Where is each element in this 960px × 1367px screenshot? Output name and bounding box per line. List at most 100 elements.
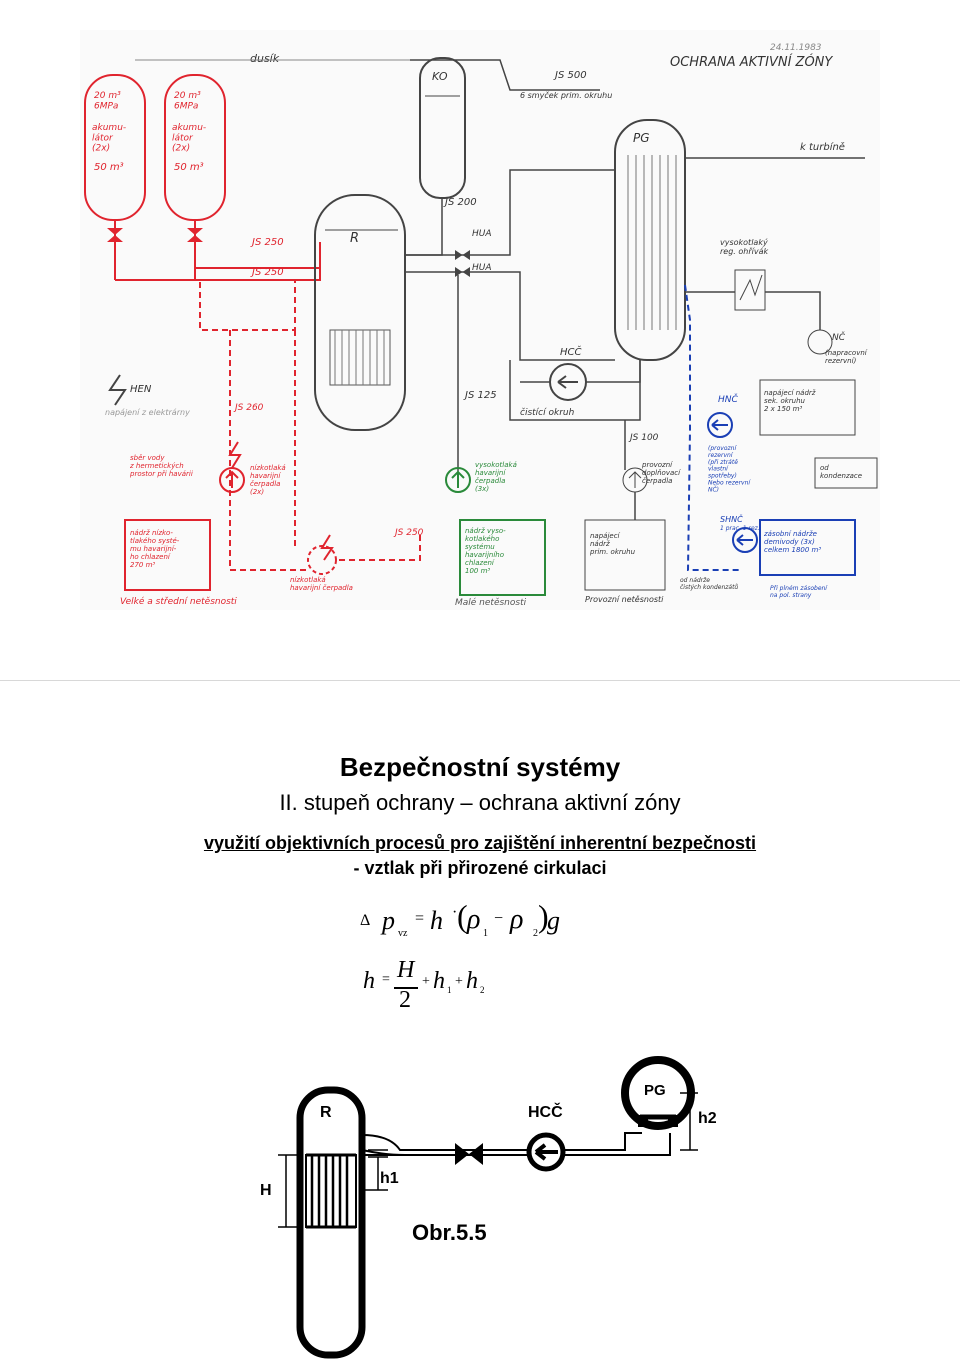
formula-vz: vz <box>398 928 408 939</box>
label-js260: JS 260 <box>233 403 264 413</box>
label-hua1: HUA <box>472 229 492 239</box>
formula-minus: − <box>494 910 504 927</box>
label-js250b: JS 250 <box>250 267 284 278</box>
label-js125: JS 125 <box>463 390 497 401</box>
figure-h1-label: h1 <box>380 1170 399 1187</box>
schematic-background <box>80 30 880 610</box>
page-divider <box>0 680 960 681</box>
formula-rho2: ρ <box>510 904 524 935</box>
acc2-name: akumu-látor(2x) <box>172 123 206 154</box>
label-shnc: SHNČ <box>720 513 743 524</box>
formula2-sub2: 2 <box>480 985 485 995</box>
formula-p: p <box>382 906 395 935</box>
acc1-volume: 50 m³ <box>94 162 124 173</box>
secondary-feed-tank <box>759 379 856 436</box>
formula2-two: 2 <box>399 987 411 1013</box>
steam-generator-pg: PG <box>614 119 686 361</box>
label-provozni: Provozní netěsnosti <box>585 594 664 604</box>
formula2-plus2: + <box>455 974 463 989</box>
acc1-name: akumu-látor(2x) <box>92 123 126 154</box>
figure-reactor-label: R <box>320 1104 332 1121</box>
natural-circulation-figure: R HCČ PG h2 h1 H Obr.5.5 <box>260 1056 717 1359</box>
figure-caption: Obr.5.5 <box>412 1220 487 1245</box>
label-js500: JS 500 <box>553 70 587 81</box>
formula-rpar: ) <box>538 898 549 934</box>
label-cisticci-okruh: čistící okruh <box>520 407 575 418</box>
formula-sub2: 2 <box>533 928 538 939</box>
label-dusik: dusík <box>250 52 280 65</box>
low-pressure-tank <box>124 519 211 591</box>
figure-reactor: R <box>296 1086 366 1359</box>
label-js250a: JS 250 <box>250 237 284 248</box>
formula-eq1: = <box>415 910 425 927</box>
label-hnc: HNČ <box>718 393 739 405</box>
formula2-sub1: 1 <box>447 985 452 995</box>
formula-delta: Δ <box>360 912 371 929</box>
label-reactor: R <box>350 231 359 246</box>
formula-lpar: ( <box>457 898 468 934</box>
protection-schematic: OCHRANA AKTIVNÍ ZÓNY 24.11.1983 dusík 20… <box>80 30 880 610</box>
label-hen: HEN <box>130 384 152 395</box>
figure-pump-label: HCČ <box>528 1102 563 1121</box>
high-pressure-tank <box>459 519 546 596</box>
label-low-tank: nádrž nízko-tlakého systé-mu havarijní-h… <box>130 529 180 569</box>
label-hcc: HCČ <box>560 345 582 358</box>
formula2-eq: = <box>382 972 390 987</box>
slide-line-1: využití objektivních procesů pro zajiště… <box>203 833 757 853</box>
label-js500-note: 6 smyček prim. okruhu <box>520 90 612 100</box>
label-turbine: k turbíně <box>800 141 845 153</box>
primary-feed-tank <box>584 519 666 591</box>
formula-dot: · <box>452 904 458 921</box>
formula2-h1: h <box>433 968 445 994</box>
reactor-vessel: R <box>314 194 406 431</box>
slide-title: Bezpečnostní systémy <box>339 752 621 782</box>
label-nc: NČ <box>832 331 846 343</box>
label-velke: Velké a střední netěsnosti <box>120 596 237 607</box>
formula2-plus1: + <box>422 974 430 989</box>
figure-h2-label: h2 <box>698 1110 717 1127</box>
label-ko: KO <box>432 70 448 83</box>
label-pg: PG <box>633 131 650 145</box>
formula2-H: H <box>397 957 415 983</box>
label-js250c: JS 250 <box>393 528 424 538</box>
label-hua2: HUA <box>472 263 492 273</box>
formula-g: g <box>547 906 560 935</box>
figure-pump: HCČ <box>526 1102 566 1172</box>
label-hen-note: napájení z elektrárny <box>105 408 190 417</box>
slide-line-2: - vztlak při přirozené cirkulaci <box>353 858 607 878</box>
formula-h: h <box>430 906 443 935</box>
label-shnc-note: 1 prac. 1 rez. <box>720 525 760 532</box>
formula2-fraction-bar <box>394 987 418 989</box>
demi-water-tanks <box>759 519 856 576</box>
label-js200: JS 200 <box>443 197 477 208</box>
schematic-header-note: 24.11.1983 <box>770 43 822 53</box>
formula2-h: h <box>363 968 375 994</box>
formula-rho1: ρ <box>467 904 481 935</box>
formula-sub1: 1 <box>483 928 488 939</box>
acc2-volume: 50 m³ <box>174 162 204 173</box>
figure-pg-label: PG <box>644 1082 666 1099</box>
label-js100: JS 100 <box>628 433 659 443</box>
figure-H-label: H <box>260 1182 272 1199</box>
slide-subtitle: II. stupeň ochrany – ochrana aktivní zón… <box>279 790 681 815</box>
figure-valve <box>455 1143 483 1165</box>
schematic-header: OCHRANA AKTIVNÍ ZÓNY <box>670 54 833 70</box>
